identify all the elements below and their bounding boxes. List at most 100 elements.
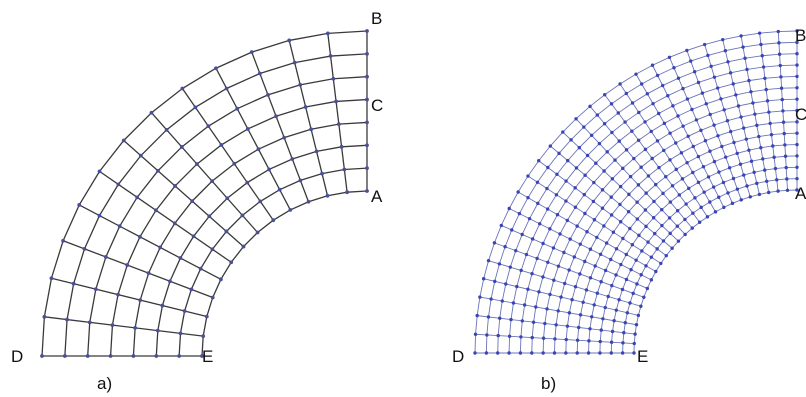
mesh-node bbox=[204, 314, 209, 319]
mesh-node bbox=[598, 339, 602, 344]
mesh-node bbox=[719, 97, 723, 101]
mesh-node bbox=[782, 131, 786, 136]
mesh-node bbox=[527, 216, 532, 221]
mesh-node bbox=[610, 177, 615, 181]
mesh-node bbox=[652, 199, 656, 204]
mesh-node bbox=[565, 218, 570, 223]
mesh-node bbox=[759, 146, 763, 150]
mesh-node bbox=[702, 190, 706, 194]
mesh-node bbox=[741, 126, 746, 130]
mesh-node bbox=[507, 351, 511, 355]
mesh-node bbox=[325, 31, 330, 36]
mesh-node bbox=[738, 162, 743, 166]
mesh-a bbox=[40, 29, 369, 358]
mesh-node bbox=[680, 177, 685, 181]
mesh-node bbox=[575, 224, 579, 228]
mesh-node bbox=[715, 86, 720, 90]
mesh-node bbox=[97, 169, 102, 174]
mesh-node bbox=[795, 142, 799, 147]
mesh-node bbox=[765, 99, 770, 103]
mesh-node bbox=[616, 111, 620, 115]
mesh-node bbox=[155, 328, 160, 333]
mesh-node bbox=[565, 324, 570, 328]
mesh-spoke bbox=[123, 139, 244, 248]
mesh-node bbox=[676, 114, 680, 118]
mesh-node bbox=[645, 286, 650, 291]
mesh-node bbox=[739, 115, 743, 119]
mesh-node bbox=[168, 279, 172, 284]
mesh-node bbox=[649, 129, 653, 134]
mesh-node bbox=[631, 291, 635, 296]
mesh-node bbox=[624, 148, 629, 152]
mesh-node bbox=[206, 124, 211, 129]
mesh-node bbox=[795, 131, 799, 135]
mesh-node bbox=[189, 287, 194, 292]
mesh-node bbox=[160, 303, 165, 308]
mesh-node bbox=[675, 224, 680, 228]
mesh-node bbox=[628, 301, 632, 305]
mesh-node bbox=[629, 267, 633, 272]
mesh-node bbox=[40, 354, 44, 358]
mesh-node bbox=[510, 228, 514, 232]
mesh-node bbox=[626, 210, 631, 214]
mesh-node bbox=[240, 213, 245, 218]
mesh-node bbox=[739, 34, 743, 38]
mesh-node bbox=[232, 161, 237, 166]
mesh-node bbox=[730, 201, 735, 206]
mesh-node bbox=[559, 295, 563, 299]
mesh-node bbox=[241, 244, 246, 249]
mesh-node bbox=[569, 138, 573, 142]
mesh-node bbox=[245, 180, 250, 185]
mesh-node bbox=[545, 186, 549, 191]
mesh-node bbox=[219, 277, 223, 282]
mesh-node bbox=[781, 109, 785, 113]
mesh-node bbox=[639, 304, 643, 308]
mesh-node bbox=[178, 331, 183, 336]
mesh-node bbox=[635, 200, 639, 204]
mesh-arc bbox=[485, 41, 798, 354]
mesh-node bbox=[690, 226, 694, 230]
mesh-node bbox=[85, 354, 90, 358]
mesh-node bbox=[271, 218, 276, 223]
mesh-node bbox=[745, 67, 749, 72]
mesh-node bbox=[734, 93, 738, 97]
mesh-node bbox=[583, 211, 587, 216]
mesh-node bbox=[634, 72, 638, 76]
mesh-node bbox=[320, 171, 324, 176]
mesh-node bbox=[757, 134, 761, 139]
mesh-node bbox=[681, 86, 685, 91]
mesh-node bbox=[508, 265, 512, 269]
mesh-node bbox=[620, 351, 625, 355]
mesh-node bbox=[586, 351, 591, 355]
mesh-node bbox=[365, 97, 369, 102]
mesh-node bbox=[475, 313, 479, 318]
mesh-node bbox=[699, 128, 703, 133]
mesh-node bbox=[537, 159, 541, 163]
mesh-node bbox=[609, 213, 614, 217]
mesh-node bbox=[729, 129, 733, 134]
mesh-node bbox=[577, 325, 581, 330]
mesh-node bbox=[121, 138, 126, 143]
mesh-node bbox=[795, 86, 799, 90]
mesh-node bbox=[328, 54, 333, 58]
mesh-arc bbox=[64, 53, 368, 357]
mesh-node bbox=[606, 294, 610, 299]
mesh-node bbox=[541, 275, 545, 279]
mesh-node bbox=[156, 168, 160, 173]
mesh-node bbox=[664, 253, 668, 258]
mesh-node bbox=[667, 216, 672, 220]
mesh-node bbox=[567, 268, 571, 272]
mesh-node bbox=[712, 159, 717, 164]
mesh-node bbox=[568, 237, 572, 241]
mesh-node bbox=[668, 131, 672, 135]
mesh-node bbox=[777, 41, 781, 45]
mesh-node bbox=[672, 66, 676, 70]
mesh-node bbox=[795, 40, 799, 45]
mesh-spoke bbox=[150, 112, 259, 233]
mesh-node bbox=[164, 127, 169, 132]
mesh-node bbox=[761, 65, 766, 69]
mesh-node bbox=[554, 193, 559, 197]
mesh-arc bbox=[87, 76, 368, 357]
mesh-node bbox=[611, 230, 616, 234]
mesh-node bbox=[225, 196, 230, 201]
